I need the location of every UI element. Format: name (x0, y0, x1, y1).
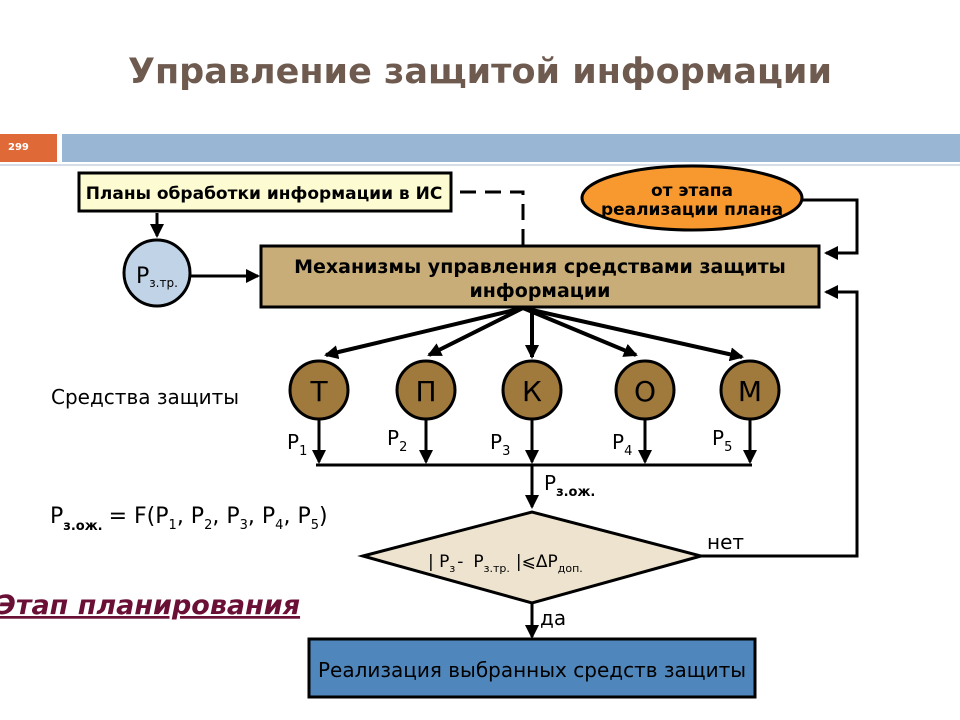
mechanisms-box (259, 244, 821, 309)
yes-label: да (540, 606, 566, 630)
means-label-p: П (415, 375, 436, 408)
fan-arrows (324, 306, 744, 362)
from-stage-line2: реализации плана (601, 200, 783, 220)
plans-box (77, 171, 453, 213)
means-label: Средства защиты (51, 385, 239, 409)
header-bar (62, 134, 960, 162)
collector-arrows (312, 419, 757, 509)
mechanisms-line2: информации (469, 280, 610, 302)
p-label-4: P4 (612, 430, 632, 459)
arrow-oval-to-mech (802, 198, 859, 260)
mechanisms-line1: Механизмы управления средствами защиты (294, 256, 786, 278)
from-stage-oval (580, 164, 804, 232)
means-label-t: Т (309, 375, 328, 408)
dashed-connector (453, 190, 525, 245)
result-box-label: Реализация выбранных средств защиты (318, 658, 746, 682)
means-label-o: О (634, 375, 656, 408)
from-stage-line1: от этапа (651, 181, 733, 201)
plans-box-label: Планы обработки информации в ИС (86, 184, 443, 204)
no-loop-arrow (701, 285, 859, 558)
means-label-m: М (738, 375, 762, 408)
p-expected-label: Pз.ож. (544, 471, 595, 500)
p-label-1: P1 (287, 430, 307, 459)
p-required-circle (122, 238, 192, 308)
fan-arrow-o (522, 306, 638, 357)
p-label-5: P5 (712, 426, 732, 455)
means-label-k: К (522, 375, 542, 408)
p-required-label: Pз.тр. (136, 264, 178, 290)
formula: Pз.ож.= F(P1, P2, P3, P4, P5) (50, 504, 328, 534)
p-labels: P1 P2 P3 P4 P5 (287, 426, 732, 459)
no-label: нет (707, 530, 744, 554)
fan-arrow-p (427, 306, 524, 357)
fan-arrow-t (324, 306, 524, 360)
decision-condition: | Pз-Pз.тр.|⩽ΔPдоп. (428, 552, 583, 575)
page-title: Управление защитой информации (128, 52, 832, 92)
slide-number: 299 (0, 134, 57, 162)
fan-arrow-m (522, 306, 744, 362)
header-divider (0, 164, 960, 166)
p-label-2: P2 (387, 426, 407, 455)
means-circles: Т П К О М (288, 359, 781, 421)
p-label-3: P3 (490, 430, 510, 459)
stage-label: Этап планирования (0, 590, 300, 621)
result-box (307, 637, 757, 699)
